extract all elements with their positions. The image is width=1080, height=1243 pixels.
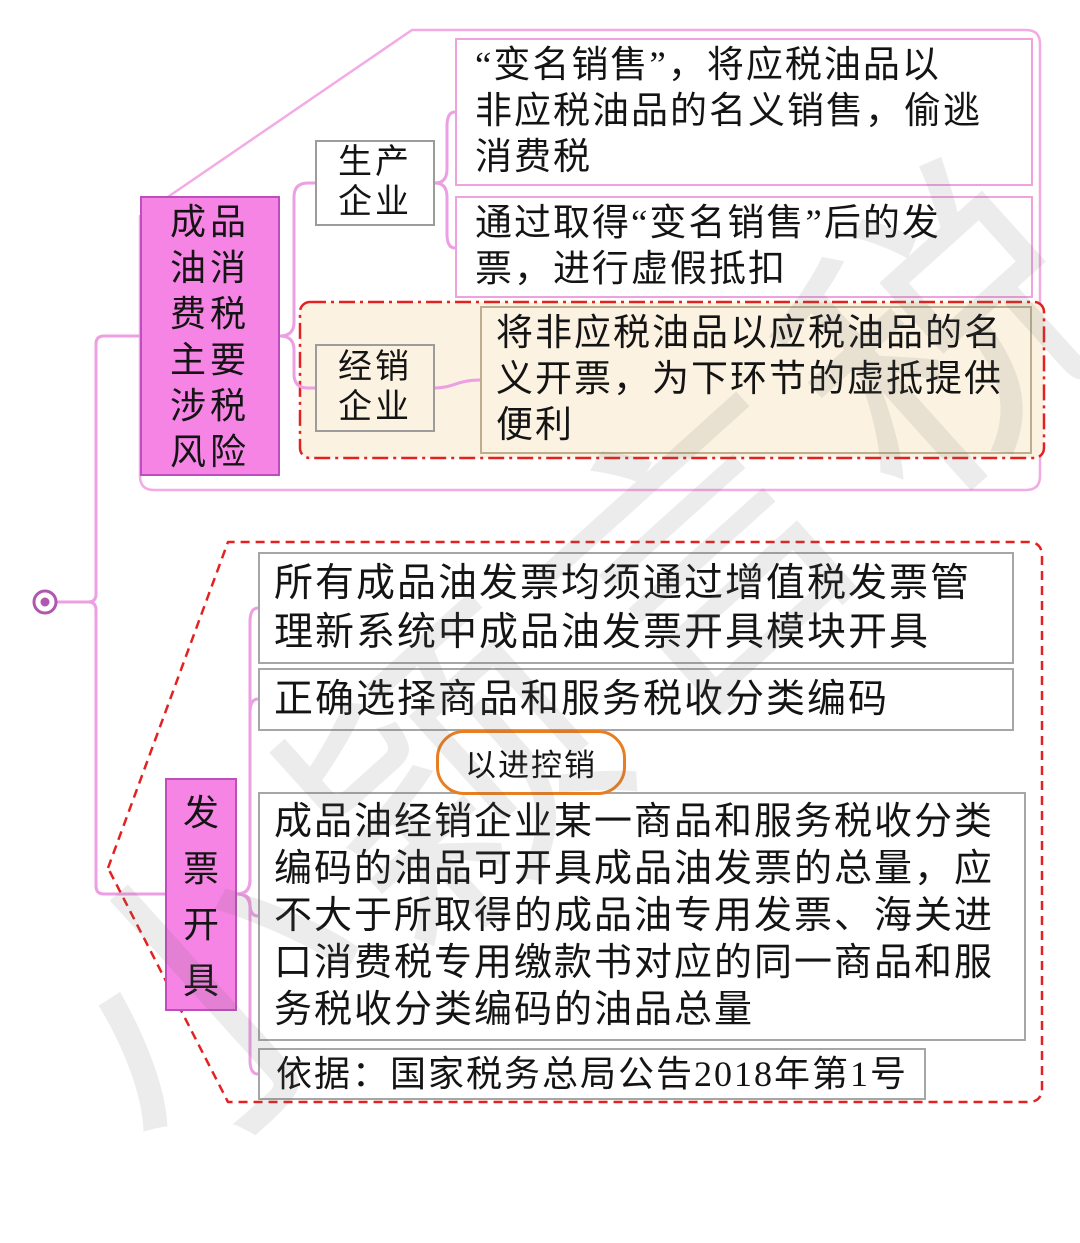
root-node-dot — [40, 597, 50, 607]
connector-distributor-leaf — [433, 378, 482, 390]
risk-topic-node[interactable]: 成品 油消 费税 主要 涉税 风险 — [140, 196, 280, 476]
distributor-highlight-box — [298, 300, 1046, 460]
connector-producer-leaf2 — [433, 181, 457, 250]
connector-risk-distributor — [278, 334, 317, 390]
risk-group-boundary — [138, 28, 1042, 492]
producer-leaf-false-deduction[interactable]: 通过取得“变名销售”后的发 票，进行虚假抵扣 — [455, 196, 1033, 298]
connector-root-to-invoice — [54, 600, 167, 896]
connector-invoice-code — [235, 697, 260, 896]
wire-layer — [32, 28, 1046, 1104]
control-by-input-callout[interactable]: 以进控销 — [436, 730, 626, 795]
producer-node[interactable]: 生产 企业 — [315, 140, 435, 226]
connector-risk-producer — [278, 181, 317, 338]
distributor-leaf-false-invoicing[interactable]: 将非应税油品以应税油品的名 义开票，为下环节的虚抵提供 便利 — [480, 306, 1032, 454]
connector-producer-leaf1 — [433, 110, 457, 185]
root-node[interactable] — [32, 589, 58, 615]
invoice-leaf-legal-basis[interactable]: 依据：国家税务总局公告2018年第1号 — [258, 1048, 927, 1100]
invoice-leaf-system-module[interactable]: 所有成品油发票均须通过增值税发票管 理新系统中成品油发票开具模块开具 — [258, 552, 1014, 664]
connector-invoice-system — [235, 606, 260, 896]
mindmap-canvas: 成品 油消 费税 主要 涉税 风险 生产 企业 “变名销售”，将应税油品以 非应… — [0, 28, 1080, 1226]
connector-group — [54, 110, 482, 1076]
producer-leaf-rename-sales[interactable]: “变名销售”，将应税油品以 非应税油品的名义销售，偷逃 消费税 — [455, 38, 1033, 186]
connector-root-to-risk — [54, 334, 142, 604]
distributor-node[interactable]: 经销 企业 — [315, 344, 435, 432]
invoice-leaf-quota-rule[interactable]: 成品油经销企业某一商品和服务税收分类 编码的油品可开具成品油发票的总量，应 不大… — [258, 792, 1026, 1041]
invoice-leaf-classification-code[interactable]: 正确选择商品和服务税收分类编码 — [258, 668, 1014, 731]
connector-invoice-basis — [235, 892, 260, 1076]
invoice-topic-node[interactable]: 发 票 开 具 — [165, 778, 237, 1011]
